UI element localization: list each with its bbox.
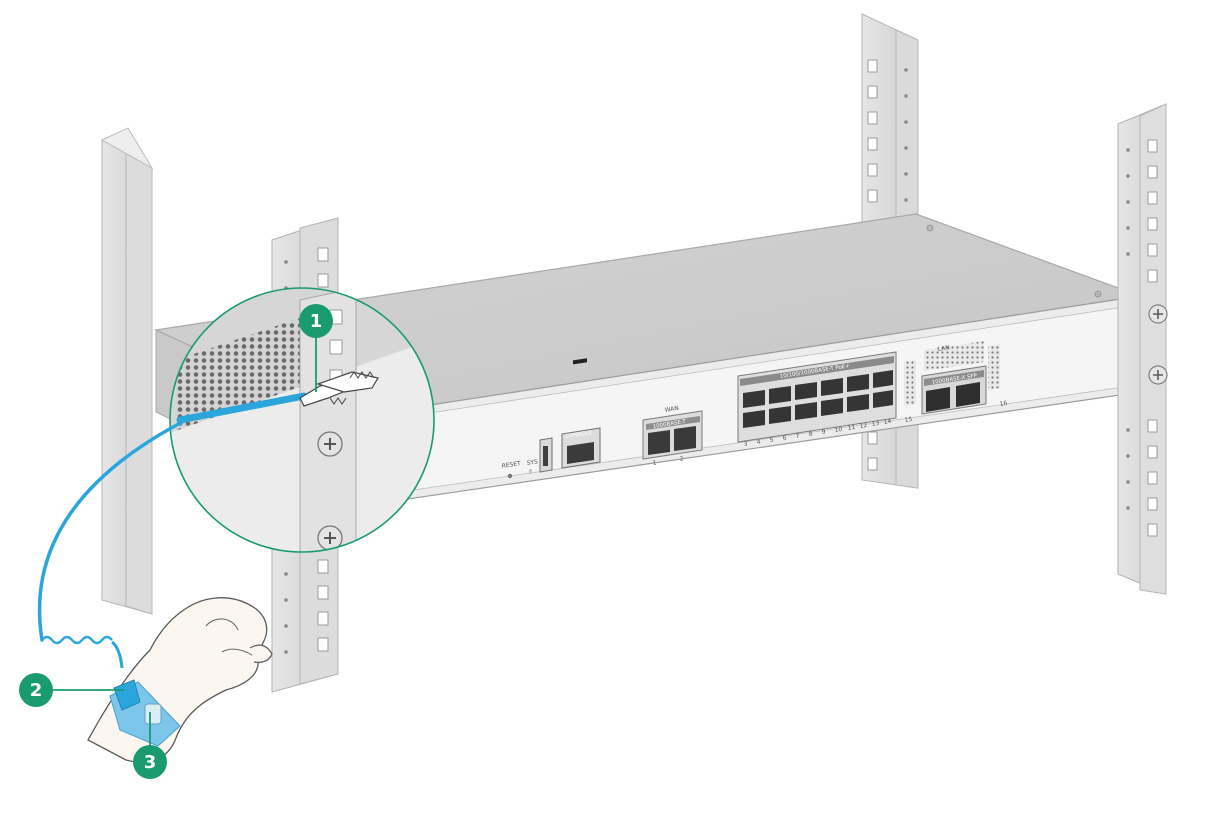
lan-port[interactable] bbox=[821, 378, 843, 396]
magnified-view bbox=[169, 287, 435, 553]
port-number: 12 bbox=[859, 422, 868, 430]
port-number: 4 bbox=[756, 438, 761, 446]
lan-port[interactable] bbox=[795, 402, 817, 420]
wan-port-1-num: 1 bbox=[652, 459, 657, 467]
sfp-block bbox=[921, 365, 987, 415]
mounting-screw bbox=[317, 431, 343, 457]
port-number: 11 bbox=[847, 424, 856, 432]
port-number: 8 bbox=[808, 430, 813, 438]
wan-port-1[interactable] bbox=[648, 430, 670, 455]
rack-post-front-right bbox=[1117, 103, 1168, 595]
alligator-clip bbox=[299, 371, 379, 407]
callout-2: 2 bbox=[19, 673, 124, 707]
callout-2-number: 2 bbox=[30, 680, 43, 701]
port-number: 5 bbox=[769, 436, 774, 444]
wan-port-2[interactable] bbox=[674, 426, 696, 451]
wan-block bbox=[642, 410, 703, 460]
mounting-screw bbox=[1148, 304, 1168, 324]
front-panel: RESET SYS CONSOLE WAN 1000BASE- bbox=[501, 341, 1008, 479]
right-vent-top bbox=[924, 341, 984, 371]
reset-button[interactable] bbox=[507, 473, 513, 479]
port-number: 14 bbox=[883, 418, 892, 426]
lan-label: LAN bbox=[937, 344, 950, 353]
console-port[interactable] bbox=[561, 358, 601, 469]
sys-led bbox=[529, 469, 532, 474]
lan-port[interactable] bbox=[873, 390, 893, 408]
right-vent-right bbox=[988, 344, 1000, 390]
usb-port[interactable] bbox=[539, 437, 553, 473]
console-label: CONSOLE bbox=[565, 430, 593, 440]
lan-port[interactable] bbox=[795, 382, 817, 400]
hand bbox=[87, 597, 273, 763]
reset-label: RESET bbox=[501, 460, 521, 470]
port-number: 13 bbox=[871, 420, 880, 428]
sfp-port-16[interactable] bbox=[956, 382, 980, 407]
callout-3: 3 bbox=[133, 712, 167, 779]
port-number: 6 bbox=[782, 434, 787, 442]
sfp-right-number: 16 bbox=[999, 400, 1008, 408]
wrist-strap bbox=[109, 679, 181, 747]
wan-ports-label: 1000BASE-T bbox=[652, 419, 686, 430]
sfp-left-number: 15 bbox=[904, 416, 913, 424]
sys-label: SYS bbox=[526, 458, 538, 467]
lan-port[interactable] bbox=[743, 390, 765, 408]
lan-port[interactable] bbox=[847, 374, 869, 392]
right-vent-left bbox=[904, 360, 916, 406]
lan-port[interactable] bbox=[821, 398, 843, 416]
callout-1: 1 bbox=[299, 304, 333, 392]
wan-port-2-num: 2 bbox=[679, 455, 684, 463]
lan-ports bbox=[743, 370, 893, 428]
lan-port[interactable] bbox=[769, 406, 791, 424]
grounding-cable bbox=[37, 418, 188, 669]
mounting-screw bbox=[1148, 365, 1168, 385]
port-number-row: 3 4 5 6 7 8 9 10 11 12 13 14 bbox=[743, 418, 892, 448]
lan-port[interactable] bbox=[769, 386, 791, 404]
port-number: 3 bbox=[743, 440, 748, 448]
callout-3-number: 3 bbox=[144, 752, 157, 773]
lan-port[interactable] bbox=[873, 370, 893, 388]
sfp-port-15[interactable] bbox=[926, 387, 950, 412]
port-number: 9 bbox=[821, 428, 826, 436]
lan-port[interactable] bbox=[743, 410, 765, 428]
lan-port[interactable] bbox=[847, 394, 869, 412]
port-number: 7 bbox=[795, 432, 800, 440]
wan-label: WAN bbox=[664, 405, 679, 414]
rack-post-back-left bbox=[100, 127, 154, 615]
callout-1-number: 1 bbox=[310, 311, 323, 332]
port-number: 10 bbox=[834, 426, 843, 434]
